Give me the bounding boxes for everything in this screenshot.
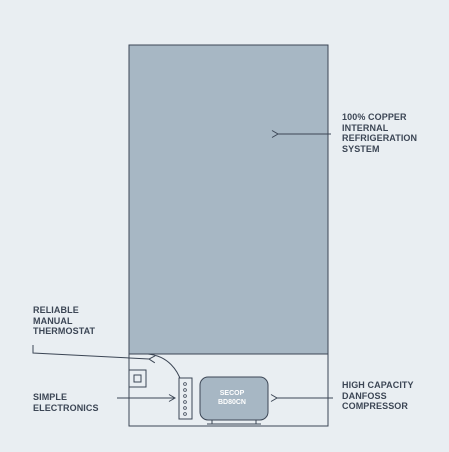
electronics-arrowhead [168, 394, 176, 402]
label-line: MANUAL [33, 315, 73, 326]
compressor-unit [199, 376, 269, 425]
compressor-model: BD80CN [217, 399, 246, 406]
label-line: COMPRESSOR [342, 401, 409, 411]
label-line: SYSTEM [342, 143, 380, 154]
compressor-brand: SECOP [219, 390, 245, 397]
label-line: THERMOSTAT [33, 326, 96, 336]
label-thermostat: RELIABLE MANUAL THERMOSTAT [33, 305, 95, 337]
label-line: RELIABLE [33, 305, 79, 315]
label-line: DANFOSS [342, 390, 387, 401]
thermostat-leader [32, 345, 156, 364]
compressor-badge: SECOP BD80CN [199, 389, 265, 407]
label-line: HIGH CAPACITY [342, 380, 414, 390]
label-line: REFRIGERATION [342, 133, 418, 143]
circuit-board-icon [178, 377, 193, 420]
label-compressor: HIGH CAPACITY DANFOSS COMPRESSOR [342, 380, 414, 412]
label-line: INTERNAL [342, 122, 389, 133]
label-line: ELECTRONICS [33, 402, 99, 413]
label-line: 100% COPPER [342, 112, 407, 122]
label-electronics: SIMPLE ELECTRONICS [33, 392, 99, 413]
label-copper-system: 100% COPPER INTERNAL REFRIGERATION SYSTE… [342, 112, 417, 154]
square-knob-icon [128, 369, 147, 388]
label-line: SIMPLE [33, 392, 68, 402]
fridge-cabinet [128, 44, 329, 355]
